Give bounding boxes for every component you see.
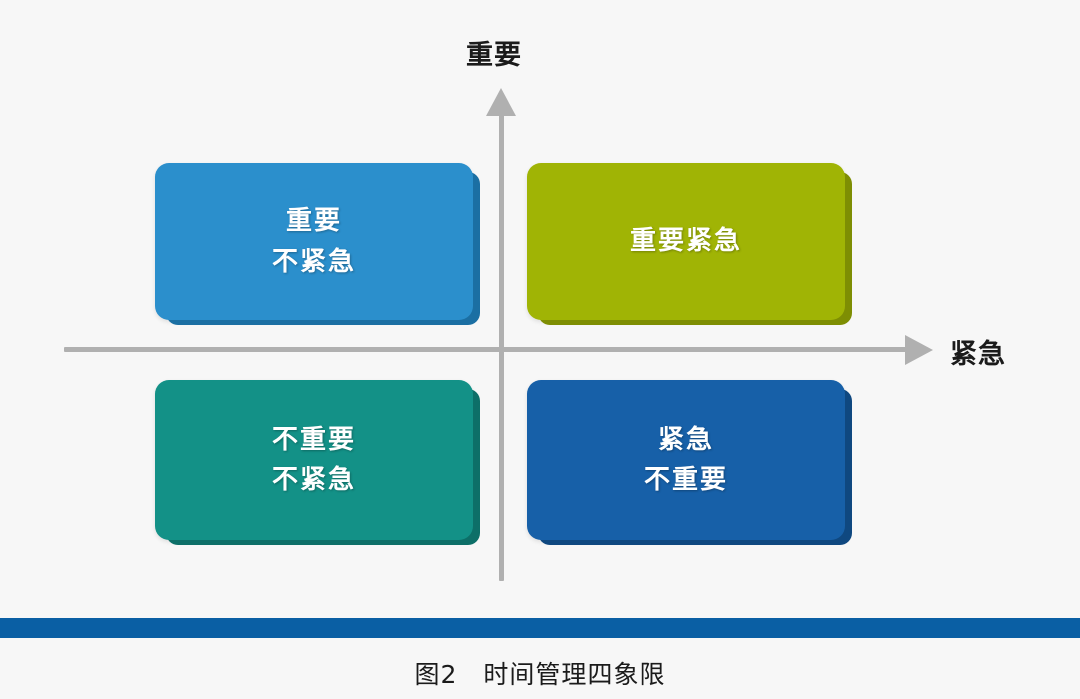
quadrant-label-line: 紧急 xyxy=(657,424,714,455)
quadrant-label-line: 重要 xyxy=(285,206,342,237)
arrow-right-icon xyxy=(905,335,933,365)
horizontal-axis-label: 紧急 xyxy=(950,339,1006,370)
quadrant-label-line: 重要紧急 xyxy=(629,226,742,257)
vertical-axis-line xyxy=(499,112,504,581)
quadrant-important-not-urgent[interactable]: 重要 不紧急 xyxy=(155,163,473,320)
arrow-up-icon xyxy=(486,88,516,116)
quadrant-label-line: 不紧急 xyxy=(271,465,356,495)
page-divider-rule xyxy=(0,618,1080,638)
quadrant-important-urgent[interactable]: 重要紧急 xyxy=(527,163,845,320)
quadrant-label-line: 不重要 xyxy=(643,465,728,495)
horizontal-axis-line xyxy=(64,347,909,352)
quadrant-label-line: 不重要 xyxy=(271,424,356,455)
quadrant-label-line: 不紧急 xyxy=(271,246,356,277)
quadrant-not-important-not-urgent[interactable]: 不重要 不紧急 xyxy=(155,380,473,540)
quadrant-urgent-not-important[interactable]: 紧急 不重要 xyxy=(527,380,845,540)
vertical-axis-label: 重要 xyxy=(466,40,522,71)
figure-caption: 图2 时间管理四象限 xyxy=(414,660,666,689)
